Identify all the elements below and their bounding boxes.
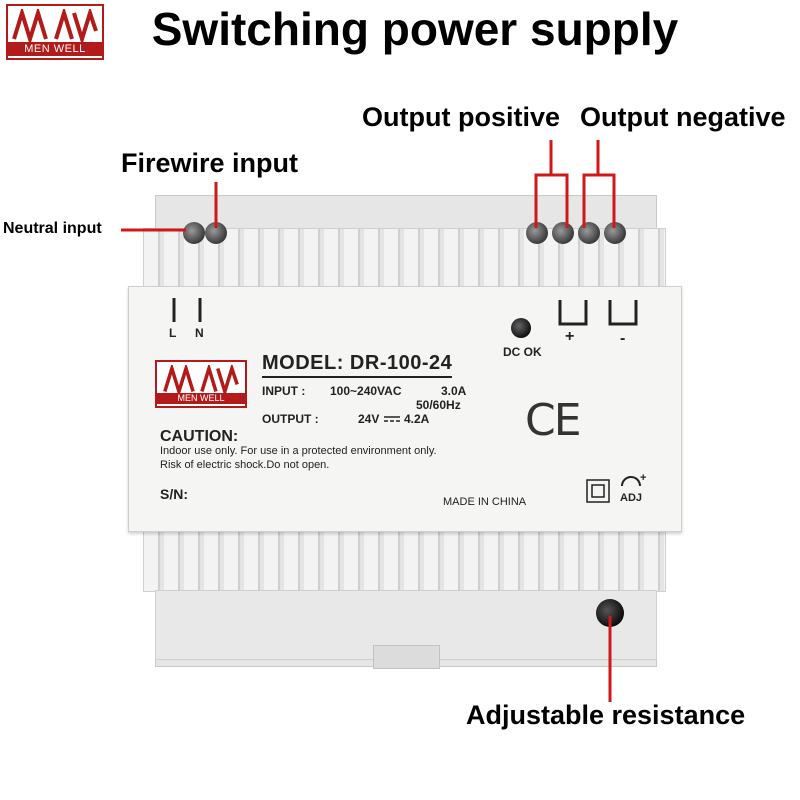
neutral-input-label: Neutral input [3, 220, 102, 237]
input-label: INPUT : [262, 384, 306, 398]
positive-terminal-screw-2 [552, 222, 574, 244]
live-terminal-screw [205, 222, 227, 244]
panel-logo-text: MEN WELL [157, 393, 245, 404]
output-negative-label: Output negative [580, 102, 786, 132]
device-bottom-fins [143, 520, 666, 592]
input-current: 3.0A [441, 384, 467, 398]
output-current: 4.2A [404, 412, 430, 426]
input-frequency: 50/60Hz [416, 398, 461, 412]
negative-terminal-screw-2 [604, 222, 626, 244]
positive-terminal-screw-1 [526, 222, 548, 244]
adj-label: ADJ [620, 492, 643, 504]
input-voltage: 100~240VAC [330, 384, 402, 398]
output-label: OUTPUT : [262, 412, 319, 426]
menwell-logo: MEN WELL [6, 4, 104, 60]
negative-terminal-screw-1 [578, 222, 600, 244]
output-voltage: 24V [358, 412, 380, 426]
din-rail-clip [373, 645, 440, 669]
dc-ok-label: DC OK [503, 345, 542, 359]
adjust-potentiometer-icon[interactable] [596, 599, 624, 627]
panel-logo: MEN WELL [155, 360, 247, 408]
minus-label: - [620, 330, 626, 347]
adjustable-resistance-label: Adjustable resistance [466, 700, 746, 730]
front-label-panel [128, 286, 682, 532]
neutral-terminal-screw [183, 222, 205, 244]
caution-line-2: Risk of electric shock.Do not open. [160, 459, 330, 471]
firewire-input-label: Firewire input [121, 148, 299, 178]
panel-logo-mark-icon [163, 365, 239, 395]
caution-title: CAUTION: [160, 428, 239, 445]
serial-number-label: S/N: [160, 486, 188, 502]
plus-label: + [565, 328, 575, 345]
ce-mark: CE [525, 395, 582, 446]
logo-mark-icon [12, 9, 98, 43]
logo-text: MEN WELL [8, 42, 102, 56]
model-label: MODEL: DR-100-24 [262, 352, 453, 378]
device-top-fins [143, 228, 666, 292]
dc-ok-led-icon [511, 318, 531, 338]
terminal-n-label: N [195, 326, 204, 340]
terminal-l-label: L [169, 326, 177, 340]
output-positive-label: Output positive [362, 102, 560, 132]
made-in-label: MADE IN CHINA [443, 496, 527, 508]
caution-line-1: Indoor use only. For use in a protected … [160, 445, 437, 457]
page-title: Switching power supply [151, 3, 679, 55]
